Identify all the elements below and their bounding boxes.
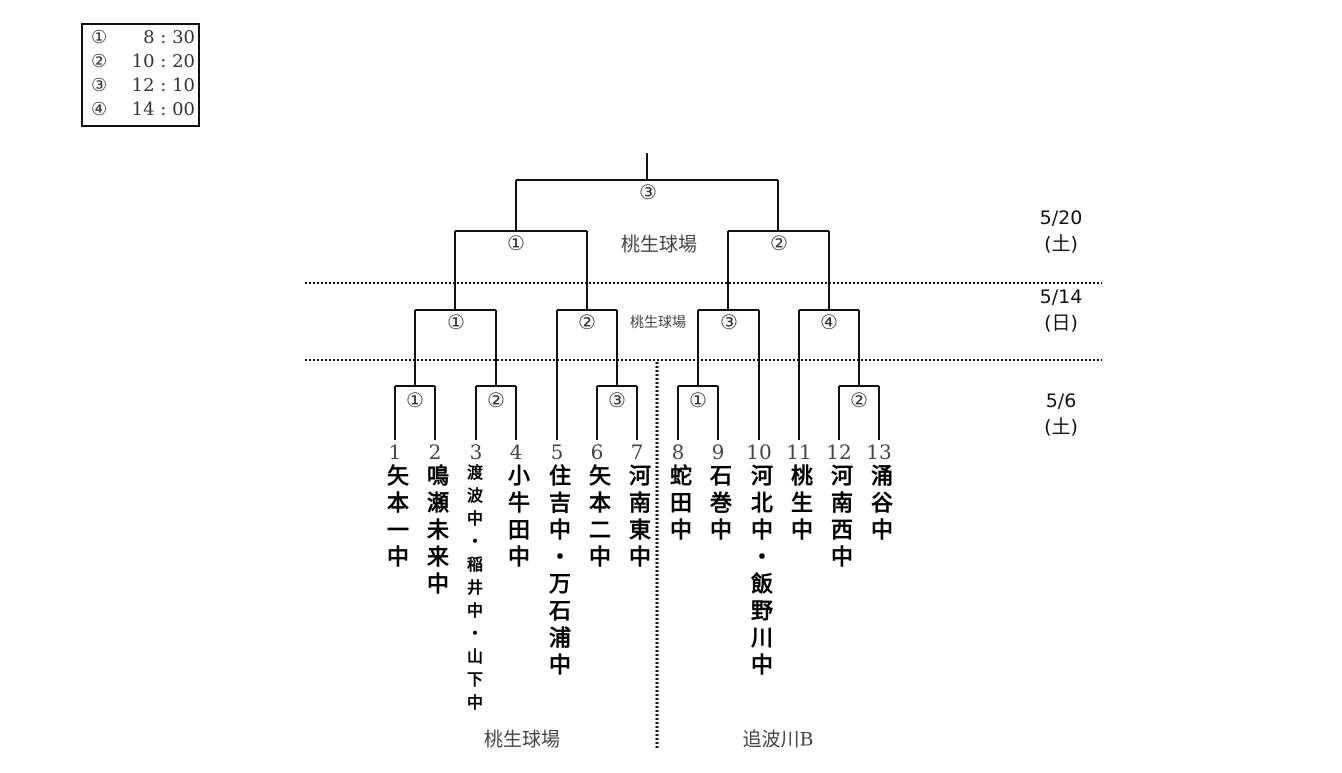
final-bracket <box>515 153 779 231</box>
game-r2-2-mark: ② <box>578 310 596 334</box>
team-name: 河南東中 <box>625 464 650 572</box>
game-r2-3-mark: ③ <box>720 310 738 334</box>
venue-round2: 桃生球場 <box>630 315 686 331</box>
game-time: 8 : 30 <box>143 27 195 48</box>
game-semi-right-mark: ② <box>770 231 788 255</box>
game-semi-left-mark: ① <box>507 231 525 255</box>
schedule-row: ② 10 : 20 <box>91 50 198 74</box>
team-number: 11 <box>786 440 812 464</box>
team-name: 住吉中・万石浦中 <box>545 464 570 680</box>
venue-round1-left: 桃生球場 <box>483 728 561 751</box>
game-r2-4-mark: ④ <box>820 310 838 334</box>
team-number: 12 <box>826 440 852 464</box>
team-number: 5 <box>550 440 564 464</box>
date-round2: 5/14 (日) <box>1040 284 1083 336</box>
game-mark: ③ <box>91 75 108 96</box>
day-text: (土) <box>1044 233 1078 255</box>
date-text: 5/14 <box>1039 286 1083 308</box>
team-name: 矢本二中 <box>585 464 610 572</box>
game-r2-1-mark: ① <box>447 310 465 334</box>
team-name: 涌谷中 <box>867 464 892 545</box>
schedule-legend: ① 8 : 30 ② 10 : 20 ③ 12 : 10 ④ 14 : 00 <box>81 23 200 127</box>
team-name: 渡波中・稲井中・山下中 <box>464 464 483 717</box>
game-mark: ② <box>91 51 108 72</box>
team-name: 小牛田中 <box>504 464 529 572</box>
r2-bracket-1 <box>414 309 497 386</box>
game-time: 12 : 10 <box>131 75 195 96</box>
game-final-mark: ③ <box>639 180 657 204</box>
venue-round1-right: 追波川B <box>742 728 814 751</box>
team-number: 7 <box>630 440 644 464</box>
r1-bracket <box>677 385 719 440</box>
r1-bracket <box>394 385 436 440</box>
team-number: 10 <box>746 440 772 464</box>
game-time: 14 : 00 <box>131 99 195 120</box>
semi-right-bracket <box>727 230 830 310</box>
date-final: 5/20 (土) <box>1040 205 1083 257</box>
team-number: 9 <box>711 440 725 464</box>
game-r1-mark: ② <box>850 388 868 412</box>
schedule-row: ① 8 : 30 <box>91 26 198 50</box>
r1-bracket <box>838 385 880 440</box>
team-number: 1 <box>388 440 402 464</box>
team-number: 2 <box>428 440 442 464</box>
team-name: 河南西中 <box>827 464 852 572</box>
day-text: (土) <box>1044 416 1078 438</box>
r2-bracket-2 <box>556 309 618 440</box>
team-name: 鳴瀬未来中 <box>423 464 448 599</box>
team-name: 蛇田中 <box>666 464 691 545</box>
r1-bracket <box>475 385 517 440</box>
team-number: 4 <box>509 440 523 464</box>
r1-bracket <box>596 385 638 440</box>
venue-final: 桃生球場 <box>620 233 698 256</box>
date-round1: 5/6 (土) <box>1044 388 1078 440</box>
date-text: 5/20 <box>1039 207 1083 229</box>
day-text: (日) <box>1044 312 1078 334</box>
schedule-row: ④ 14 : 00 <box>91 98 198 122</box>
semi-left-bracket <box>454 230 588 310</box>
team-number: 13 <box>866 440 892 464</box>
r2-bracket-3 <box>697 309 760 440</box>
date-text: 5/6 <box>1045 390 1077 412</box>
game-mark: ① <box>91 27 108 48</box>
game-mark: ④ <box>91 99 108 120</box>
team-number: 3 <box>469 440 483 464</box>
team-name: 桃生中 <box>787 464 812 545</box>
game-r1-mark: ② <box>487 388 505 412</box>
team-name: 矢本一中 <box>383 464 408 572</box>
schedule-row: ③ 12 : 10 <box>91 74 198 98</box>
team-number: 8 <box>671 440 685 464</box>
team-number: 6 <box>590 440 604 464</box>
team-name: 石巻中 <box>706 464 731 545</box>
game-r1-mark: ① <box>689 388 707 412</box>
game-time: 10 : 20 <box>131 51 195 72</box>
r2-bracket-4 <box>798 309 860 440</box>
game-r1-mark: ③ <box>608 388 626 412</box>
team-name: 河北中・飯野川中 <box>747 464 772 680</box>
game-r1-mark: ① <box>406 388 424 412</box>
